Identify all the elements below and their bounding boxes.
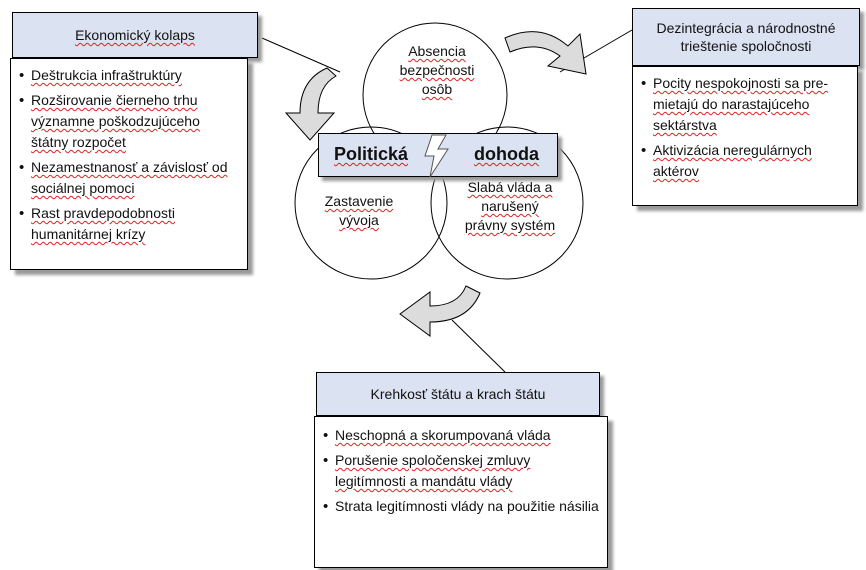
disintegration-list-box: Pocity nespokojnosti sa pre-mietajú do n… (632, 66, 858, 206)
list-item: Pocity nespokojnosti sa pre-mietajú do n… (639, 73, 851, 136)
economic-collapse-list-box: Deštrukcia infraštruktúry Rozširovanie č… (10, 58, 248, 270)
state-fragility-list: Neschopná a skorumpovaná vláda Porušenie… (315, 417, 607, 517)
circle-right (430, 126, 584, 280)
list-item: Rast pravdepodobnosti humanitárnej krízy (17, 203, 239, 245)
circle-right-label: Slabá vláda a narušený právny systém (464, 179, 556, 233)
circle-top-label: Absencia bezpečnosti osôb (399, 43, 475, 97)
curved-arrow-top-right-icon (504, 31, 587, 75)
list-item: Aktivizácia neregulárnych aktérov (639, 140, 851, 182)
economic-collapse-header: Ekonomický kolaps (12, 12, 258, 58)
agreement-word: dohoda (474, 144, 539, 164)
connector-line-top-left (261, 37, 341, 73)
disintegration-header: Dezintegrácia a národnostné trieštenie s… (632, 8, 860, 66)
circle-left-label: Zastavenie vývoja (324, 193, 394, 228)
economic-collapse-title: Ekonomický kolaps (75, 27, 195, 43)
economic-collapse-list: Deštrukcia infraštruktúry Rozširovanie č… (11, 59, 247, 245)
political-word: Politická (334, 144, 409, 164)
state-fragility-title: Krehkosť štátu a krach štátu (370, 386, 546, 402)
list-item: Deštrukcia infraštruktúry (17, 65, 239, 86)
circle-left (294, 126, 448, 280)
curved-arrow-bottom-icon (399, 285, 481, 337)
list-item: Porušenie spoločenskej zmluvy legitímnos… (321, 450, 599, 492)
state-fragility-header: Krehkosť štátu a krach štátu (316, 372, 600, 416)
disintegration-list: Pocity nespokojnosti sa pre-mietajú do n… (633, 67, 857, 182)
curved-arrow-left-icon (284, 67, 337, 141)
state-fragility-list-box: Neschopná a skorumpovaná vláda Porušenie… (314, 416, 608, 568)
lightning-bolt-icon (424, 134, 449, 178)
disintegration-title: Dezintegrácia a národnostné trieštenie s… (656, 20, 836, 54)
list-item: Rozširovanie čierneho trhu významne pošk… (17, 90, 239, 153)
list-item: Nezamestnanosť a závislosť od sociálnej … (17, 157, 239, 199)
connector-line-bottom (451, 319, 506, 373)
list-item: Strata legitímnosti vlády na použitie ná… (321, 496, 599, 517)
list-item: Neschopná a skorumpovaná vláda (321, 425, 599, 446)
